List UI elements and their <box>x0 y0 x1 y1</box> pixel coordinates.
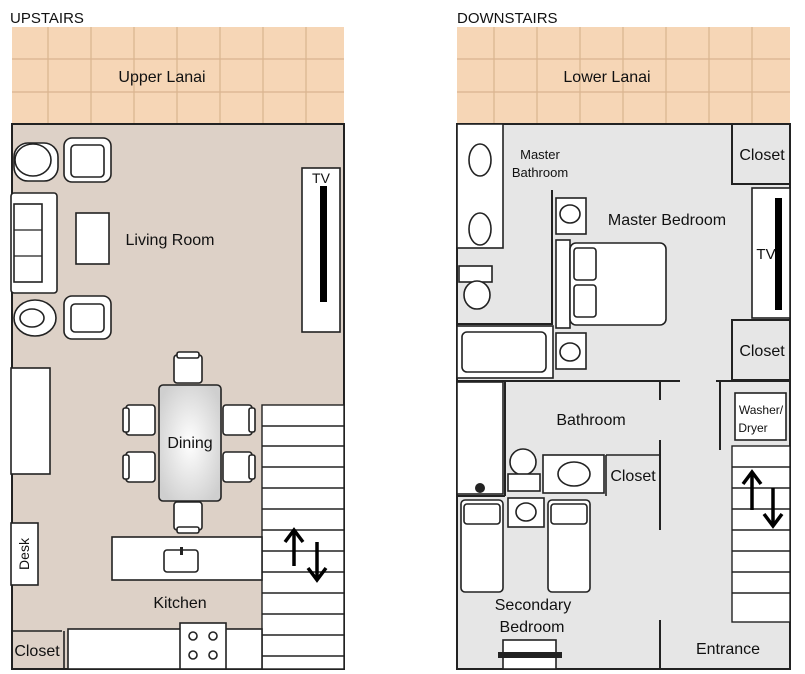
stove-icon <box>179 622 227 670</box>
armchair-bottom <box>63 295 112 340</box>
sofa <box>10 192 58 294</box>
upper-lanai-deck <box>12 27 344 124</box>
secondary-bedroom: Secondary Bedroom <box>460 483 591 670</box>
round-side-table <box>13 299 57 337</box>
entrance-label: Entrance <box>696 641 760 658</box>
upstairs-stairs <box>261 404 345 670</box>
lower-lanai: Lower Lanai <box>457 27 790 124</box>
closet-bath-label: Closet <box>610 468 656 485</box>
downstairs-bathroom: Bathroom Closet <box>456 381 660 496</box>
downstairs-heading: DOWNSTAIRS <box>457 10 558 27</box>
downstairs-tv-label: TV <box>756 246 775 263</box>
dining-label: Dining <box>167 435 212 452</box>
kitchen-counter <box>67 628 263 670</box>
dining-set: Dining <box>122 351 256 534</box>
master-bath-label-2: Bathroom <box>512 165 568 180</box>
downstairs-stairs <box>731 445 791 623</box>
sink-icon <box>542 454 605 494</box>
toilet-icon <box>507 448 541 492</box>
master-bath-label-1: Master <box>520 147 560 162</box>
washer-label-1: Washer/ <box>739 403 784 417</box>
coffee-table <box>75 212 110 265</box>
upstairs-closet: Closet <box>12 630 65 669</box>
closet-mid-label: Closet <box>739 343 785 360</box>
desk-label: Desk <box>16 537 32 570</box>
dresser-top <box>498 652 562 658</box>
upper-lanai-grid <box>12 27 344 124</box>
upstairs-plan: UPSTAIRS Upper Lanai <box>10 10 345 670</box>
stairs-arrows-icon <box>741 469 784 529</box>
armchair-top <box>63 137 112 183</box>
washer-label-2: Dryer <box>738 421 767 435</box>
upstairs-heading: UPSTAIRS <box>10 10 84 27</box>
twin-bed-right <box>547 499 591 593</box>
bathroom-label: Bathroom <box>556 412 625 429</box>
sink-icon <box>163 547 199 573</box>
closet-top-label: Closet <box>739 147 785 164</box>
kitchen-label: Kitchen <box>153 595 206 612</box>
sideboard <box>10 367 51 475</box>
living-room-label: Living Room <box>126 232 215 249</box>
bathroom-vanity <box>456 381 504 495</box>
armchair-round <box>13 142 59 182</box>
desk: Desk <box>10 522 39 586</box>
secondary-bedroom-label-2: Bedroom <box>500 619 565 636</box>
master-bedroom: Master Bedroom <box>555 197 726 370</box>
upstairs-tv-label: TV <box>312 170 331 186</box>
bed-icon <box>555 239 667 329</box>
upper-lanai-label: Upper Lanai <box>118 69 205 86</box>
dining-table <box>158 384 222 502</box>
stairs-arrows-icon <box>283 527 328 583</box>
upper-lanai: Upper Lanai <box>12 27 344 124</box>
twin-bed-left <box>460 499 504 593</box>
washer-dryer: Washer/ Dryer <box>734 392 787 441</box>
closet-top: Closet <box>731 124 790 185</box>
bathtub-icon <box>456 325 554 379</box>
downstairs-tv: TV <box>751 187 791 319</box>
upstairs-closet-label: Closet <box>14 643 60 660</box>
master-bathroom: Master Bathroom <box>456 123 568 379</box>
upstairs-tv: TV <box>301 167 341 333</box>
master-bedroom-label: Master Bedroom <box>608 212 726 229</box>
downstairs-plan: DOWNSTAIRS Lower Lanai M <box>456 10 791 670</box>
secondary-bedroom-label-1: Secondary <box>495 597 572 614</box>
toilet-icon <box>458 265 493 310</box>
kitchen: Kitchen <box>67 536 263 670</box>
nightstand-secondary <box>507 497 545 528</box>
lower-lanai-label: Lower Lanai <box>563 69 650 86</box>
living-room-furniture: Living Room <box>10 137 215 340</box>
